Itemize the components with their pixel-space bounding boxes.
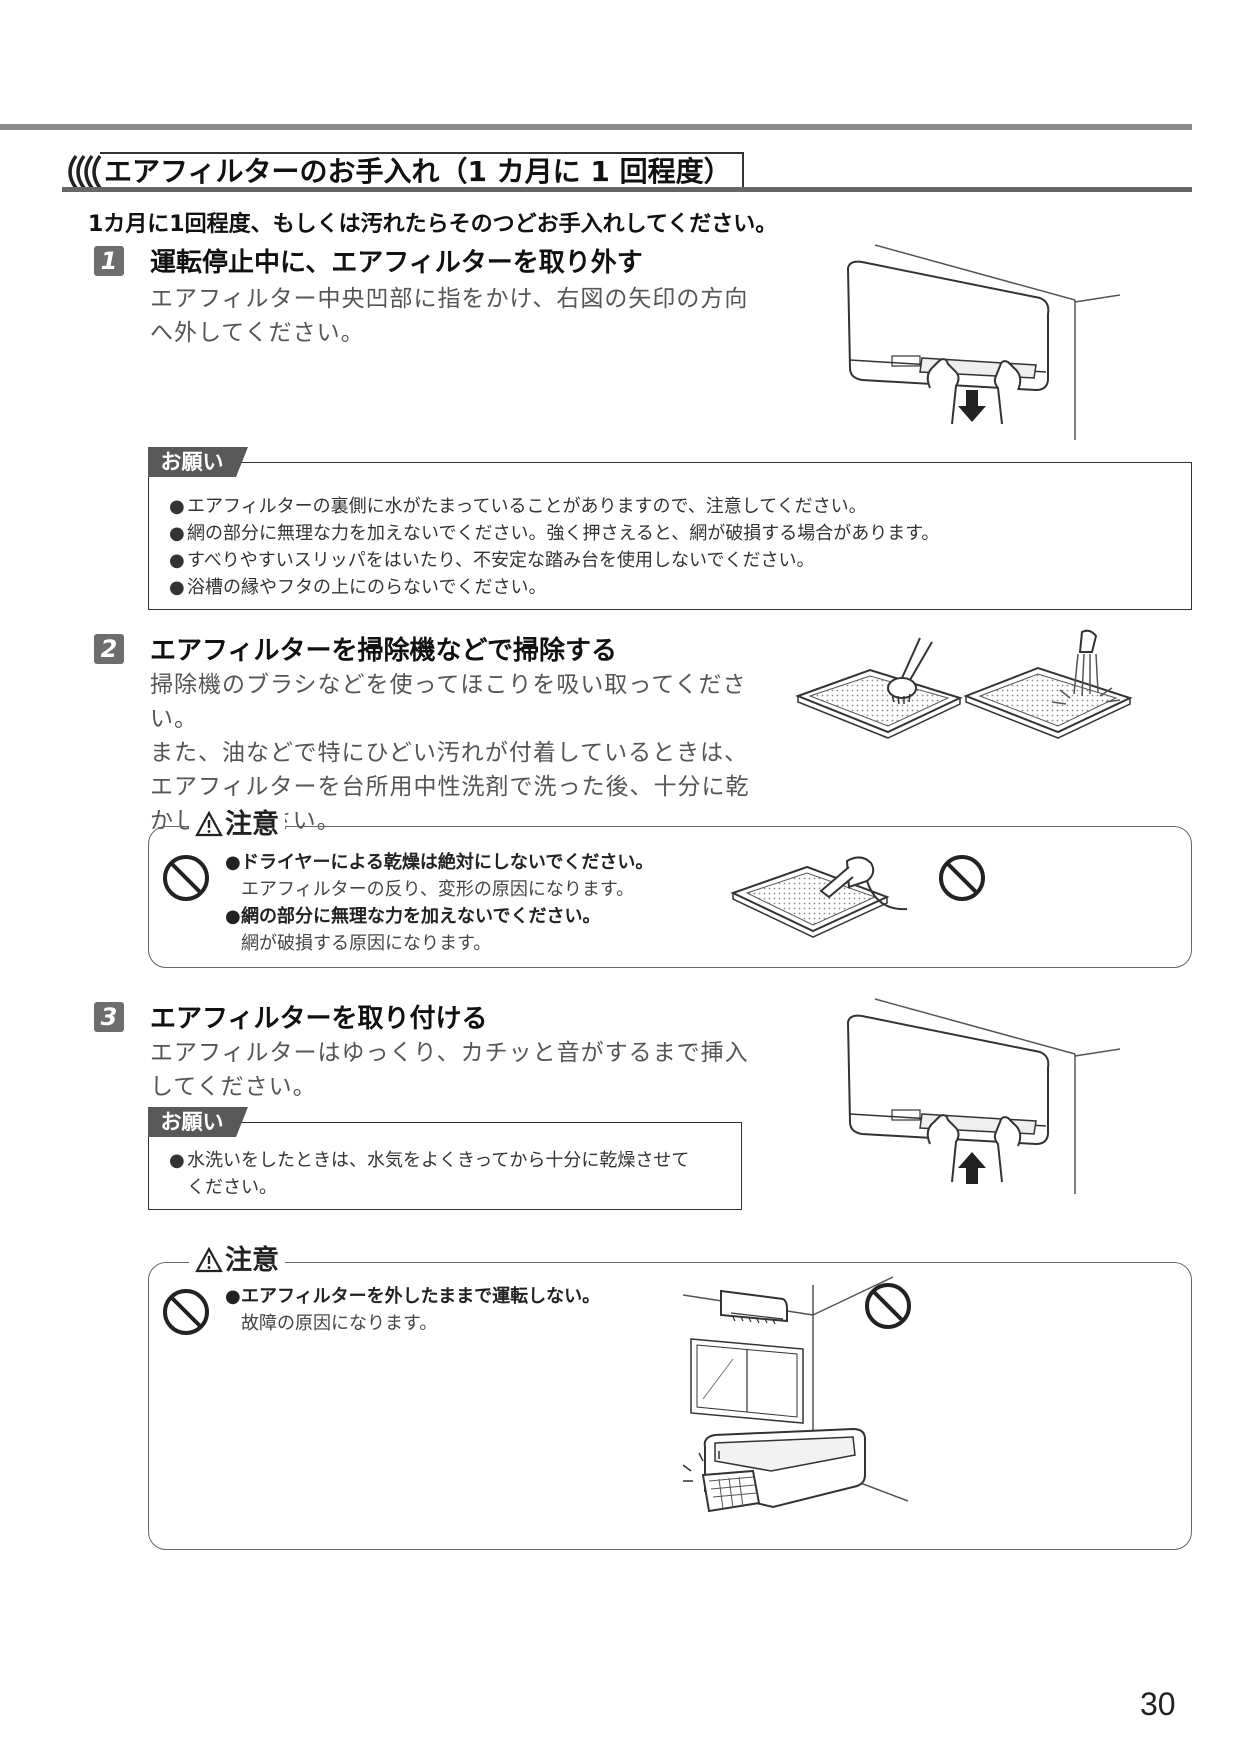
caution-item-sub: エアフィルターの反り、変形の原因になります。 <box>241 879 635 900</box>
chevron-mark-icon <box>68 154 102 190</box>
list-item: ●すべりやすいスリッパをはいたり、不安定な踏み台を使用しないでください。 <box>169 550 815 571</box>
step-2-number: 2 <box>94 634 124 664</box>
prohibition-icon <box>163 855 209 901</box>
caution-item-head: ●ドライヤーによる乾燥は絶対にしないでください。 <box>225 852 654 873</box>
clean-filter-illustration <box>795 629 1133 739</box>
warning-triangle-icon <box>195 810 223 837</box>
onegai-box-2: お願い ●水洗いをしたときは、水気をよくきってから十分に乾燥させて ください。 <box>148 1107 742 1210</box>
list-item: ●浴槽の縁やフタの上にのらないでください。 <box>169 577 547 598</box>
caution-item-head: ●網の部分に無理な力を加えないでください。 <box>225 906 601 927</box>
prohibition-icon <box>865 1283 911 1329</box>
bathroom-illustration <box>683 1276 909 1513</box>
step-3-title: エアフィルターを取り付ける <box>150 1004 488 1034</box>
caution-box-2: 注意 ●エアフィルターを外したままで運転しない。 故障の原因になります。 <box>148 1243 1192 1550</box>
step-1-body: エアフィルター中央凹部に指をかけ、右図の矢印の方向 へ外してください。 <box>150 286 749 346</box>
caution-box-1: 注意 ●ドライヤーによる乾燥は絶対にしないでください。 エアフィルターの反り、変… <box>148 807 1192 968</box>
caution-2-items: ●エアフィルターを外したままで運転しない。 故障の原因になります。 <box>225 1283 725 1337</box>
prohibition-icon <box>163 1289 209 1335</box>
step-3-number: 3 <box>94 1002 124 1032</box>
intro-text: 1カ月に1回程度、もしくは汚れたらそのつどお手入れしてください。 <box>88 212 778 237</box>
caution-heading: 注意 <box>189 1243 285 1279</box>
caution-item-head: ●エアフィルターを外したままで運転しない。 <box>225 1286 601 1307</box>
list-item: ください。 <box>187 1177 277 1198</box>
step-3-body: エアフィルターはゆっくり、カチッと音がするまで挿入 してください。 <box>150 1040 749 1100</box>
section-rule <box>62 187 1192 192</box>
prohibition-icon <box>939 855 985 901</box>
step-1-number: 1 <box>94 246 124 276</box>
step-1-title: 運転停止中に、エアフィルターを取り外す <box>150 248 643 278</box>
top-rule <box>0 124 1192 130</box>
section-title: エアフィルターのお手入れ（1 カ月に 1 回程度） <box>100 152 744 190</box>
list-item: ●水洗いをしたときは、水気をよくきってから十分に乾燥させて <box>169 1150 690 1171</box>
list-item: ●エアフィルターの裏側に水がたまっていることがありますので、注意してください。 <box>169 496 867 517</box>
caution-item-sub: 故障の原因になります。 <box>241 1313 438 1334</box>
dryer-illustration <box>730 856 908 938</box>
onegai-box-1: お願い ●エアフィルターの裏側に水がたまっていることがありますので、注意してくだ… <box>148 447 1192 610</box>
step-2-title: エアフィルターを掃除機などで掃除する <box>150 636 617 666</box>
caution-1-items: ●ドライヤーによる乾燥は絶対にしないでください。 エアフィルターの反り、変形の原… <box>225 849 745 957</box>
caution-heading: 注意 <box>189 807 285 843</box>
onegai-label: お願い <box>148 1107 248 1137</box>
warning-triangle-icon <box>195 1246 223 1273</box>
caution-item-sub: 網が破損する原因になります。 <box>241 933 492 954</box>
list-item: ●網の部分に無理な力を加えないでください。強く押さえると、網が破損する場合があり… <box>169 523 940 544</box>
attach-filter-illustration <box>846 998 1120 1194</box>
page-number: 30 <box>1140 1686 1176 1722</box>
remove-filter-illustration <box>846 244 1120 440</box>
onegai-label: お願い <box>148 447 248 477</box>
